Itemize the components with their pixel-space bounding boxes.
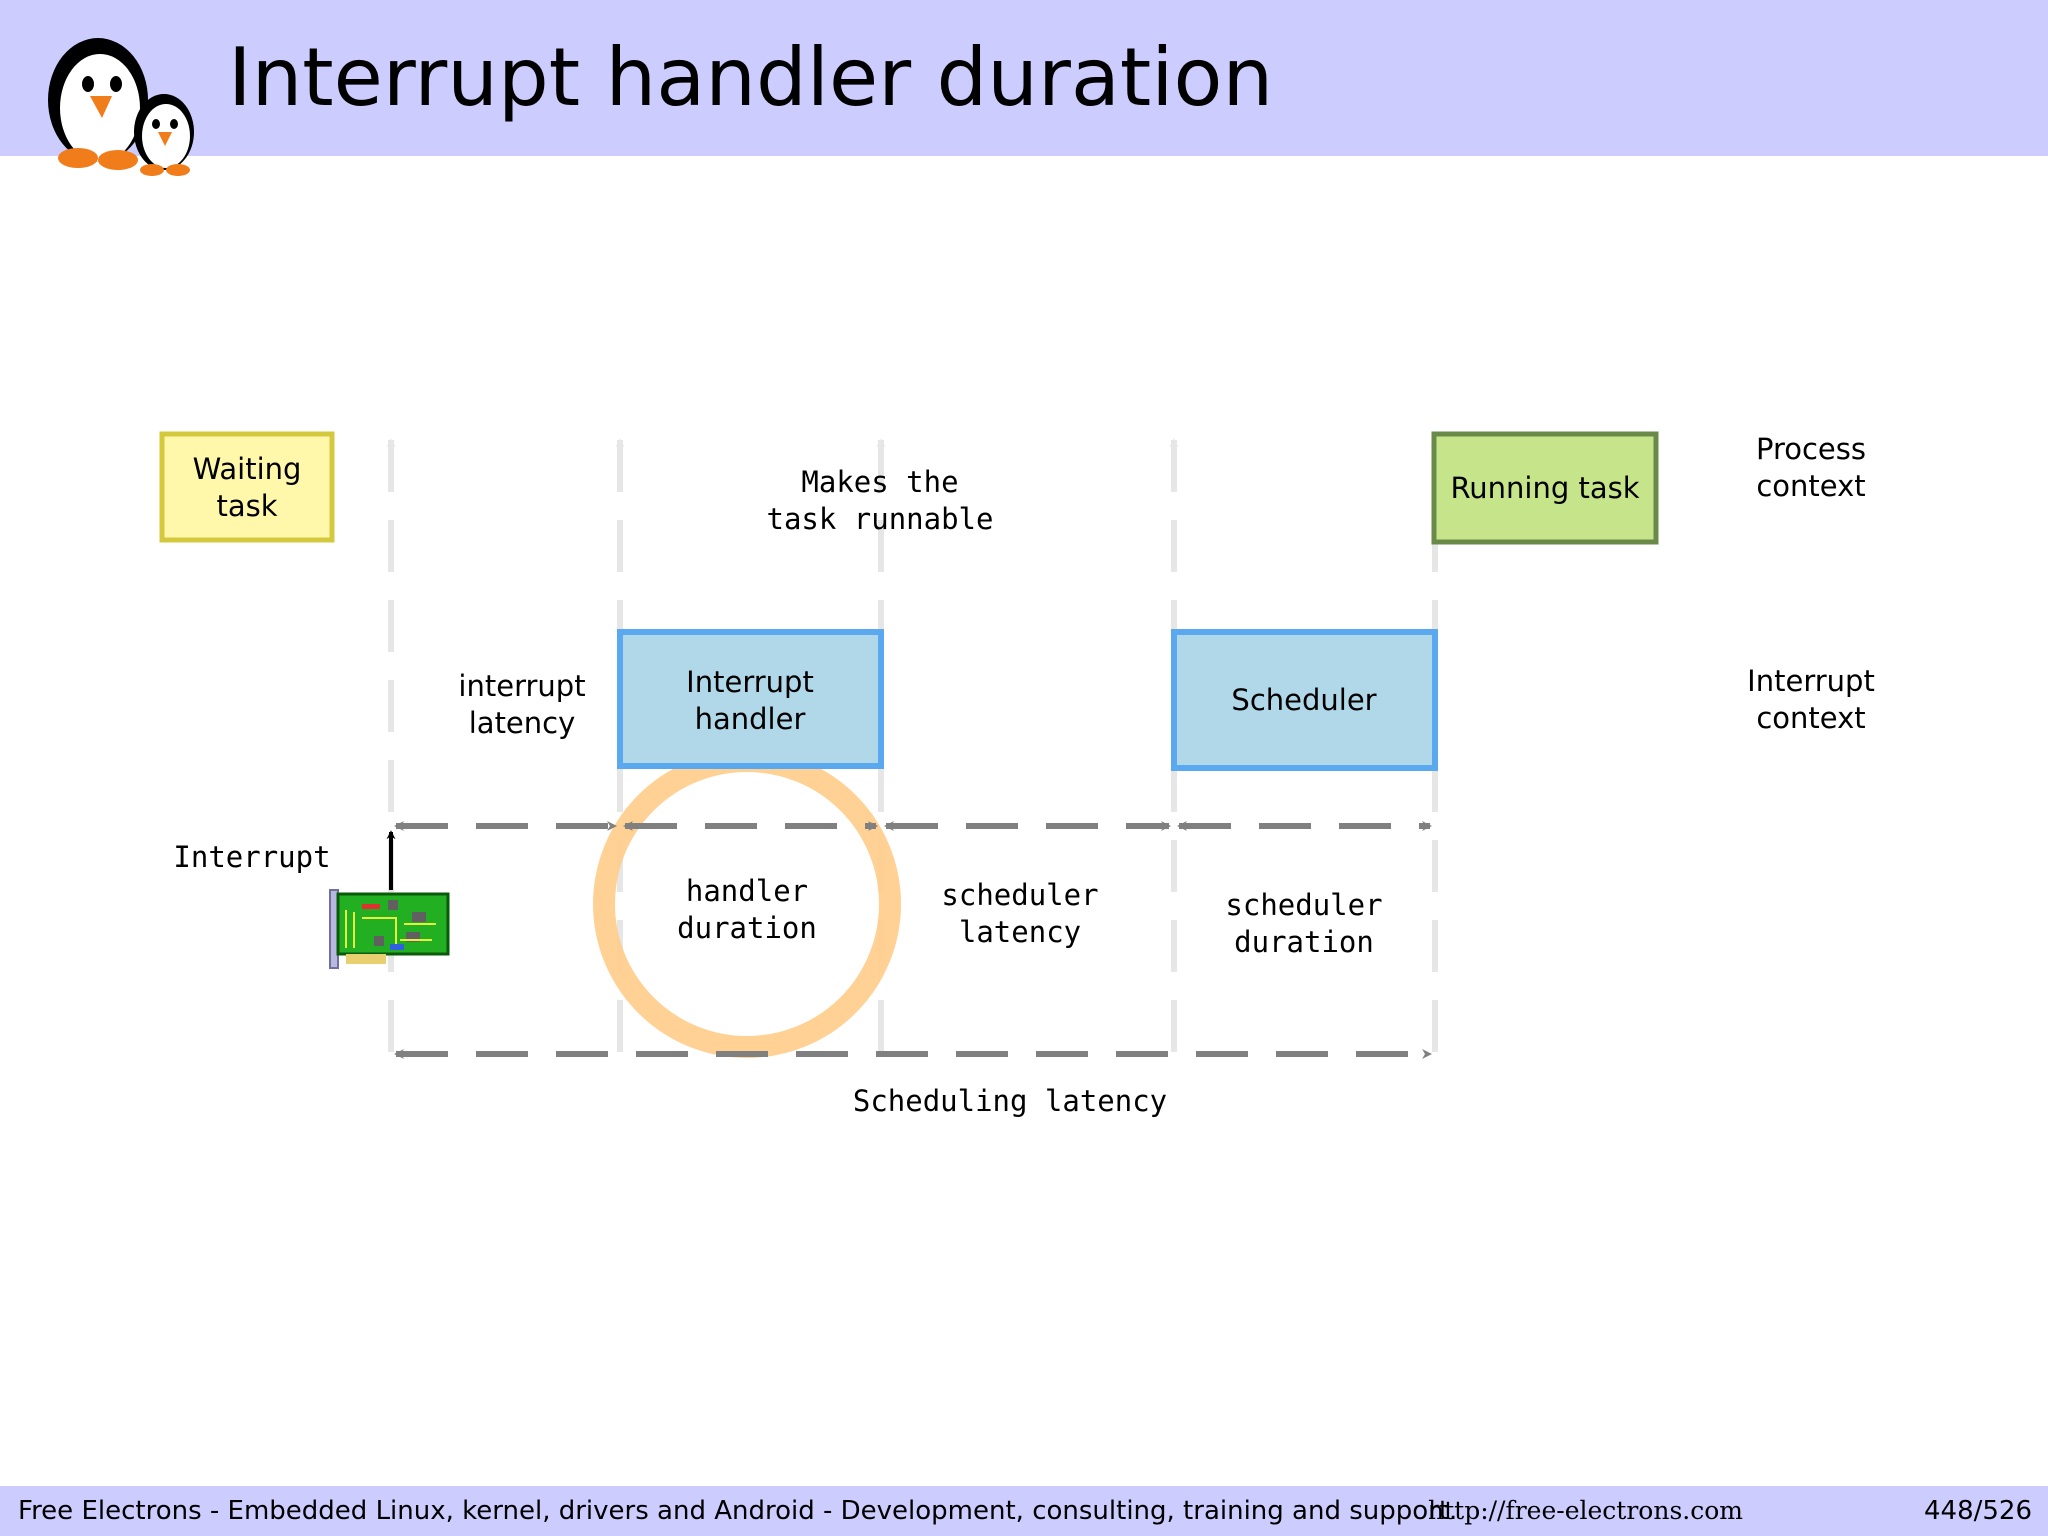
- svg-text:Makes the: Makes the: [801, 465, 958, 499]
- handler-duration-label: handler duration: [677, 874, 817, 945]
- scheduling-latency-label: Scheduling latency: [853, 1084, 1167, 1118]
- svg-text:duration: duration: [1234, 925, 1374, 959]
- svg-text:handler: handler: [695, 702, 806, 736]
- svg-text:task runnable: task runnable: [767, 502, 994, 536]
- interrupt-label: Interrupt: [173, 840, 330, 874]
- running-task-label: Running task: [1450, 471, 1639, 505]
- page-number: 448/526: [1923, 1496, 2032, 1526]
- waiting-task-box: [159, 431, 335, 543]
- title-bar: [0, 0, 2048, 156]
- penguin-logo-icon: [48, 38, 194, 176]
- interrupt-context-label: Interrupt context: [1747, 664, 1875, 735]
- waiting-task-label: Waiting task: [193, 452, 302, 523]
- svg-text:latency: latency: [959, 915, 1081, 949]
- svg-text:interrupt: interrupt: [458, 669, 585, 703]
- scheduler-latency-label: scheduler latency: [941, 878, 1098, 949]
- svg-text:context: context: [1756, 469, 1865, 503]
- interval-arrows: [394, 821, 1432, 1059]
- svg-text:scheduler: scheduler: [941, 878, 1098, 912]
- svg-text:Running task: Running task: [1450, 471, 1639, 505]
- scheduler-label: Scheduler: [1231, 683, 1376, 717]
- svg-text:Interrupt: Interrupt: [173, 840, 330, 874]
- svg-text:Interrupt: Interrupt: [686, 665, 814, 699]
- interrupt-handler-box: [617, 629, 884, 769]
- svg-text:Waiting: Waiting: [193, 452, 302, 486]
- footer-url-link[interactable]: http://free-electrons.com: [1428, 1496, 1743, 1525]
- svg-text:handler: handler: [686, 874, 808, 908]
- footer-bar: Free Electrons - Embedded Linux, kernel,…: [0, 1486, 2048, 1536]
- interrupt-latency-label: interrupt latency: [458, 669, 585, 740]
- scheduler-box: [1171, 629, 1438, 771]
- svg-text:Interrupt: Interrupt: [1747, 664, 1875, 698]
- svg-text:duration: duration: [677, 911, 817, 945]
- makes-runnable-label: Makes the task runnable: [767, 465, 994, 536]
- svg-text:context: context: [1756, 701, 1865, 735]
- svg-text:Scheduler: Scheduler: [1231, 683, 1376, 717]
- svg-text:latency: latency: [469, 706, 576, 740]
- process-context-label: Process context: [1756, 432, 1866, 503]
- svg-text:Process: Process: [1756, 432, 1866, 466]
- svg-text:task: task: [216, 489, 277, 523]
- svg-text:scheduler: scheduler: [1225, 888, 1382, 922]
- svg-text:Scheduling latency: Scheduling latency: [853, 1084, 1167, 1118]
- footer-text: Free Electrons - Embedded Linux, kernel,…: [18, 1496, 1458, 1526]
- scheduler-duration-label: scheduler duration: [1225, 888, 1382, 959]
- page-title: Interrupt handler duration: [228, 31, 1274, 124]
- running-task-box: [1431, 431, 1659, 545]
- interrupt-handler-label: Interrupt handler: [686, 665, 814, 736]
- network-card-icon: [329, 889, 450, 969]
